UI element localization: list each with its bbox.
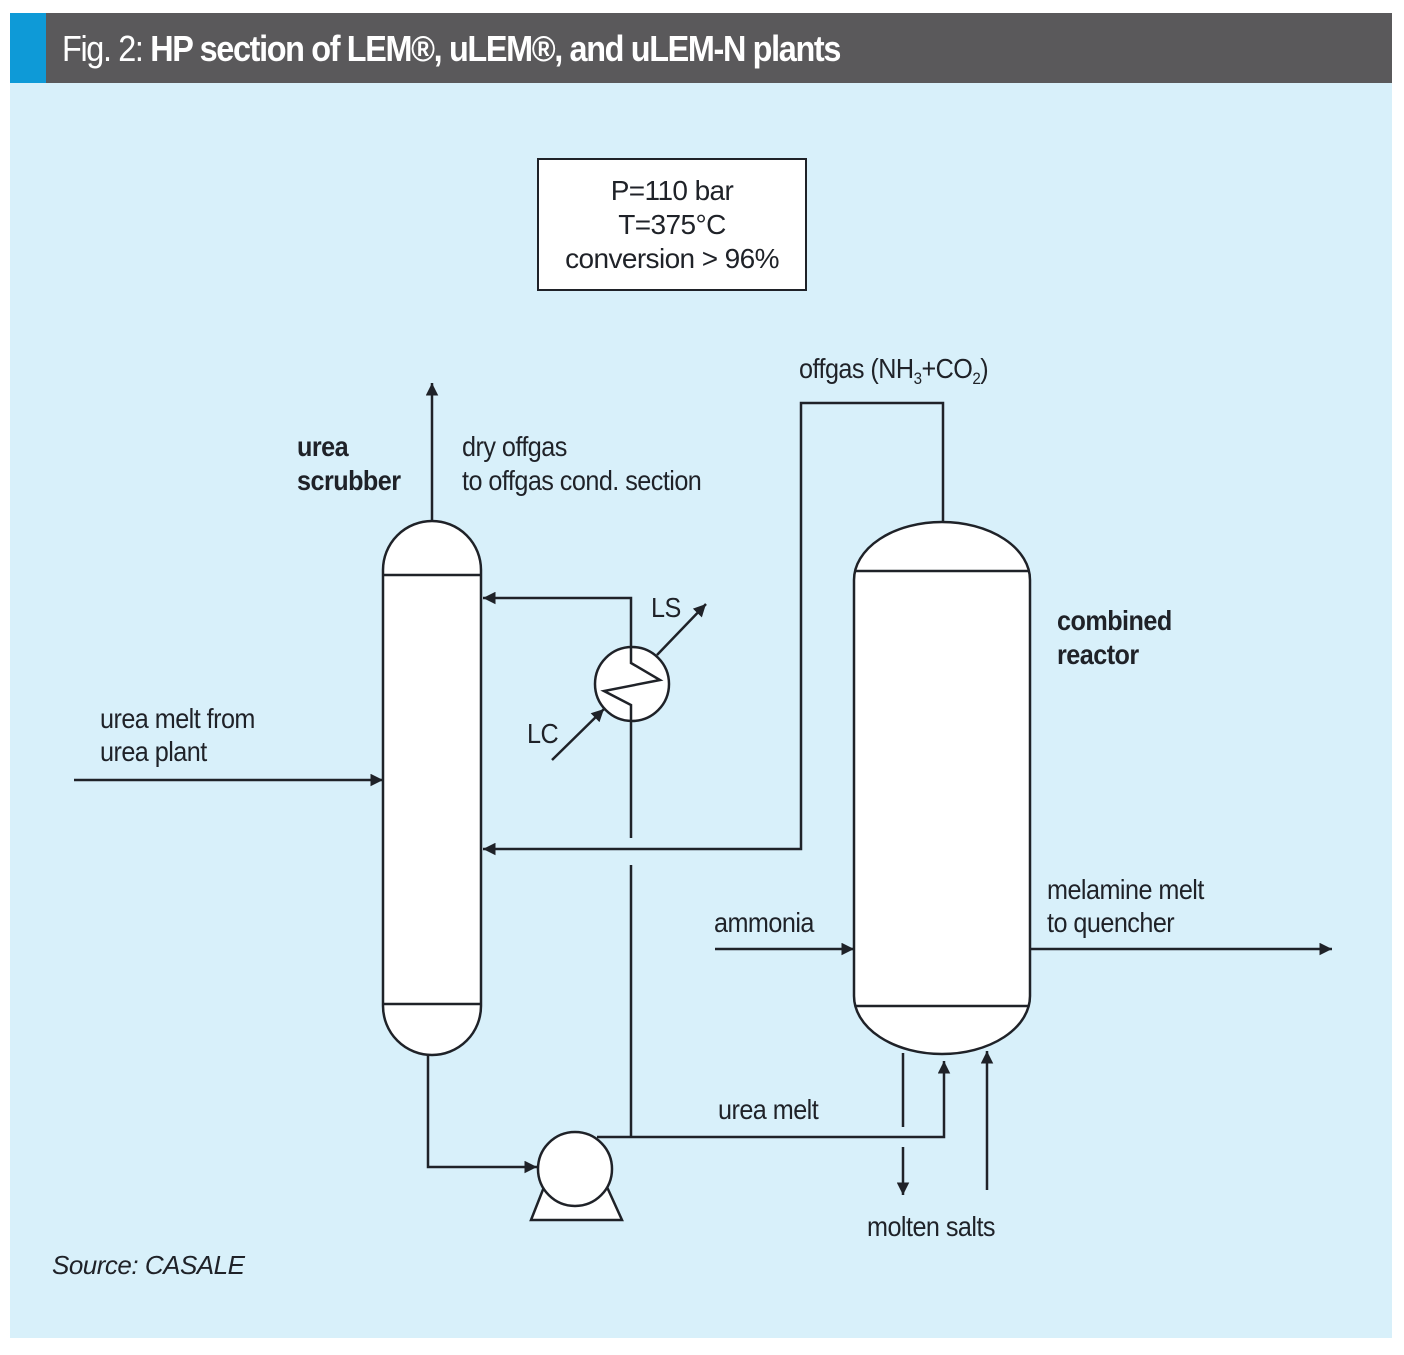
recycle-to-scrubber-line [483, 591, 633, 838]
urea-melt-line [597, 1061, 951, 1139]
melamine-melt-label-1: melamine melt [1047, 874, 1204, 905]
temperature-label: T=375°C [618, 209, 726, 240]
pressure-label: P=110 bar [610, 175, 734, 206]
offgas-label: offgas (NH3+CO2) [799, 352, 989, 388]
urea-feed-label-2: urea plant [100, 736, 207, 767]
figure-title-text: HP section of LEM®, uLEM®, and uLEM-N pl… [150, 28, 841, 69]
combined-reactor-label-1: combined [1057, 605, 1172, 636]
source-caption: Source: CASALE [52, 1250, 245, 1280]
offgas-sub-3: 3 [913, 369, 922, 388]
offgas-label-suffix: ) [980, 353, 989, 384]
combined-reactor-label-2: reactor [1057, 639, 1139, 670]
ls-line [656, 603, 707, 656]
lc-label: LC [527, 718, 559, 749]
urea-feed-label-1: urea melt from [100, 703, 255, 734]
urea-scrubber-label-2: scrubber [297, 465, 401, 496]
offgas-label-mid: +CO [921, 353, 973, 384]
dry-offgas-label-1: dry offgas [462, 431, 567, 462]
header-accent-bar [10, 13, 46, 83]
conversion-label: conversion > 96% [565, 243, 779, 274]
offgas-line [483, 401, 945, 856]
scrubber-bottom-line [426, 1055, 537, 1174]
combined-reactor-vessel [852, 520, 1032, 1056]
heat-exchanger-coil [600, 647, 664, 721]
figure-number: Fig. 2: [62, 28, 151, 69]
figure-header: Fig. 2: HP section of LEM®, uLEM®, and u… [10, 13, 1392, 83]
pump [536, 1130, 614, 1208]
offgas-sub-2: 2 [972, 369, 981, 388]
molten-salts-label: molten salts [867, 1211, 996, 1242]
lc-line [551, 708, 605, 761]
ammonia-label: ammonia [714, 907, 814, 938]
offgas-label-prefix: offgas (NH [799, 353, 914, 384]
ls-label: LS [651, 592, 681, 623]
urea-scrubber-label-1: urea [297, 431, 349, 462]
melamine-melt-label-2: to quencher [1047, 907, 1175, 938]
dry-offgas-label-2: to offgas cond. section [462, 465, 702, 496]
figure-title: Fig. 2: HP section of LEM®, uLEM®, and u… [62, 13, 841, 83]
operating-conditions-box: P=110 bar T=375°C conversion > 96% [537, 158, 807, 291]
urea-melt-label: urea melt [718, 1094, 819, 1125]
urea-scrubber-vessel [381, 519, 483, 1057]
